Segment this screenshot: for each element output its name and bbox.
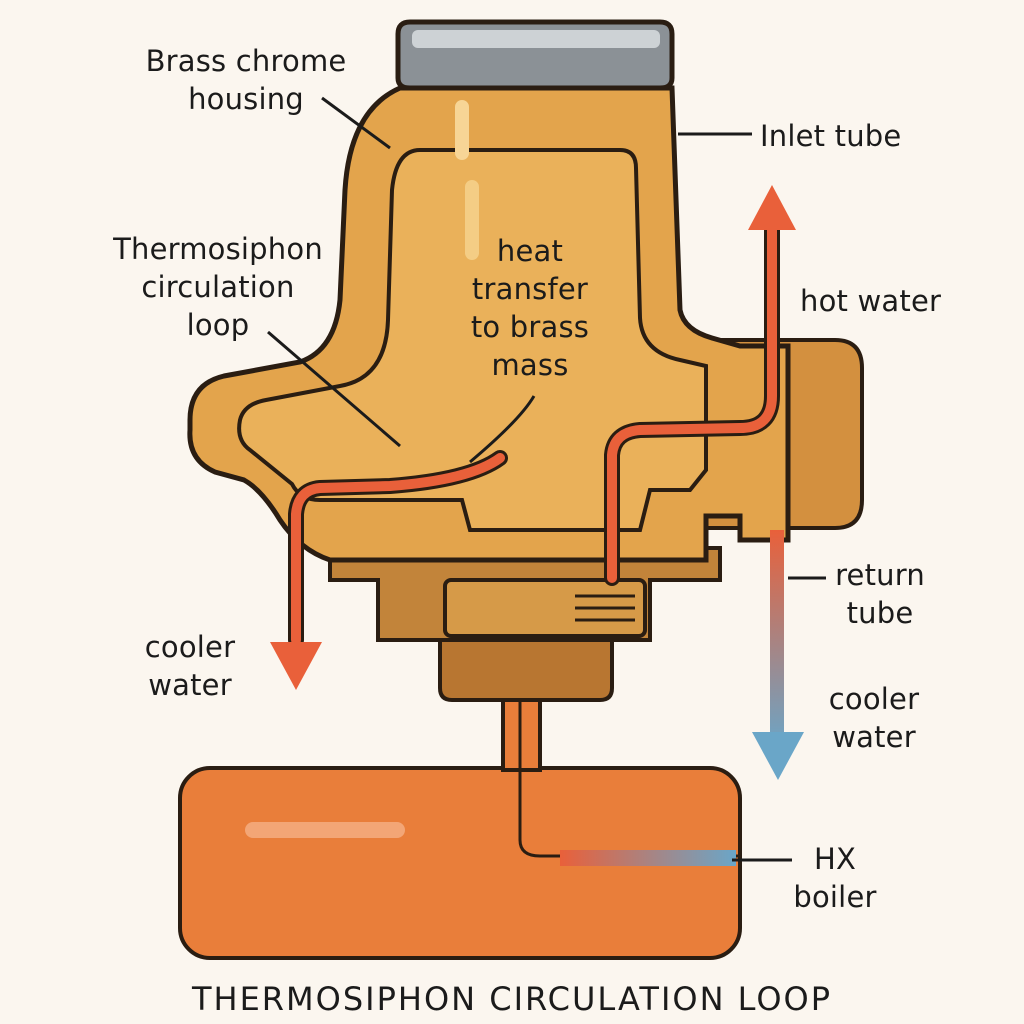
label-brass-housing-line1: Brass chrome	[145, 44, 347, 78]
label-heat-line1: heat	[496, 234, 564, 268]
label-cooler-water-left: cooler water	[120, 628, 260, 704]
boiler-cool-pipe	[560, 850, 736, 866]
hot-water-arrow-head	[748, 185, 796, 230]
label-return-line1: return	[835, 558, 925, 592]
label-inlet-tube-text: Inlet tube	[760, 119, 902, 153]
label-cooler-right-line2: water	[832, 720, 916, 754]
leader-housing	[321, 96, 391, 150]
top-cap-shine	[412, 30, 660, 48]
label-hx-line1: HX	[813, 842, 857, 876]
hx-boiler-body	[178, 766, 742, 960]
label-cooler-left-line1: cooler	[144, 630, 236, 664]
leader-loop	[267, 330, 401, 448]
housing-highlight-2	[465, 180, 479, 260]
label-cooler-water-right: cooler water	[806, 680, 942, 756]
label-brass-housing-line2: housing	[188, 82, 304, 116]
leader-lines	[267, 96, 826, 862]
label-hx-boiler: HX boiler	[780, 840, 890, 916]
label-return-tube: return tube	[818, 556, 942, 632]
label-heat-line4: mass	[491, 348, 569, 382]
loop-right-ascending-fill	[607, 220, 777, 583]
label-thermosiphon-loop: Thermosiphon circulation loop	[96, 230, 340, 344]
return-tube	[770, 530, 784, 750]
cooler-water-right-arrow-head	[752, 732, 804, 780]
label-return-line2: tube	[846, 596, 914, 630]
bottom-stem	[438, 628, 614, 702]
label-hx-line2: boiler	[793, 880, 877, 914]
label-hot-water-text: hot water	[800, 284, 942, 318]
diagram-title: THERMOSIPHON CIRCULATION LOOP	[191, 980, 833, 1018]
leader-heat	[469, 395, 536, 464]
label-loop-line1: Thermosiphon	[113, 232, 323, 266]
label-heat-line3: to brass	[470, 310, 590, 344]
label-brass-housing: Brass chrome housing	[126, 42, 366, 118]
nut-threads	[575, 594, 635, 622]
hx-boiler-highlight	[245, 822, 405, 838]
hex-nut	[443, 578, 647, 638]
boiler-inner-pipe	[518, 700, 738, 858]
label-loop-line2: circulation	[141, 270, 295, 304]
housing-inner-contour	[237, 148, 708, 532]
label-heat-transfer: heat transfer to brass mass	[445, 232, 615, 384]
loop-left-descending-fill	[291, 453, 505, 645]
label-loop-line3: loop	[186, 308, 250, 342]
label-inlet-tube: Inlet tube	[760, 117, 901, 155]
housing-highlight	[455, 100, 469, 160]
label-heat-line2: transfer	[471, 272, 589, 306]
label-cooler-left-line2: water	[148, 668, 232, 702]
label-cooler-right-line1: cooler	[828, 682, 920, 716]
label-hot-water: hot water	[800, 282, 941, 320]
cooler-water-left-arrow-head	[270, 642, 322, 690]
